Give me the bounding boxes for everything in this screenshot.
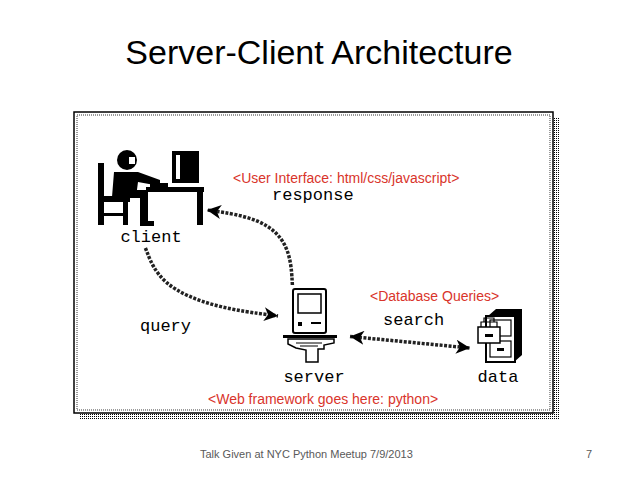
fingers <box>296 343 322 346</box>
node-label: client <box>120 229 181 248</box>
icon-node: server <box>278 285 350 388</box>
monitor <box>172 151 199 183</box>
desk-leg <box>197 192 203 225</box>
annotation: <Web framework goes here: python> <box>208 391 438 408</box>
node-label: data <box>478 369 519 388</box>
person-legs <box>118 190 154 226</box>
drawer-handle <box>497 348 504 351</box>
data-figure <box>478 309 522 362</box>
computer-case <box>293 289 326 333</box>
server-figure <box>283 289 337 362</box>
keyboard <box>150 183 168 187</box>
node-label: server <box>283 369 344 388</box>
slide-title: Server-Client Architecture <box>125 32 512 73</box>
frame-inner-border <box>77 115 550 410</box>
icon-node: client <box>95 148 207 248</box>
desk-top <box>146 187 204 192</box>
floppy-slot <box>311 322 321 324</box>
hand <box>288 339 334 362</box>
person-face <box>129 157 135 164</box>
arrow-connector <box>145 248 278 316</box>
frame-border <box>74 112 553 413</box>
chair-back <box>98 163 104 225</box>
footer-note: Talk Given at NYC Python Meetup 7/9/2013 <box>200 448 413 461</box>
annotation: <Database Queries> <box>370 288 499 305</box>
arrow-connector <box>350 337 470 349</box>
chair-leg <box>123 202 128 225</box>
edge-label: query <box>138 317 193 336</box>
annotation: <User Interface: html/css/javascript> <box>233 170 459 187</box>
person-head <box>117 150 137 170</box>
logo <box>298 322 302 326</box>
open-drawer <box>478 327 500 343</box>
edge-label: response <box>270 186 356 205</box>
tray <box>283 335 337 338</box>
papers <box>481 318 497 327</box>
drawer-handle <box>485 334 493 337</box>
chair-rung <box>104 213 123 216</box>
icon-node: data <box>470 308 526 388</box>
edge-label: search <box>381 311 446 330</box>
monitor-edge <box>176 155 180 179</box>
arrow-connector <box>207 210 292 285</box>
computer-screen <box>298 294 321 313</box>
client-figure <box>98 150 204 226</box>
page-number: 7 <box>586 448 592 461</box>
